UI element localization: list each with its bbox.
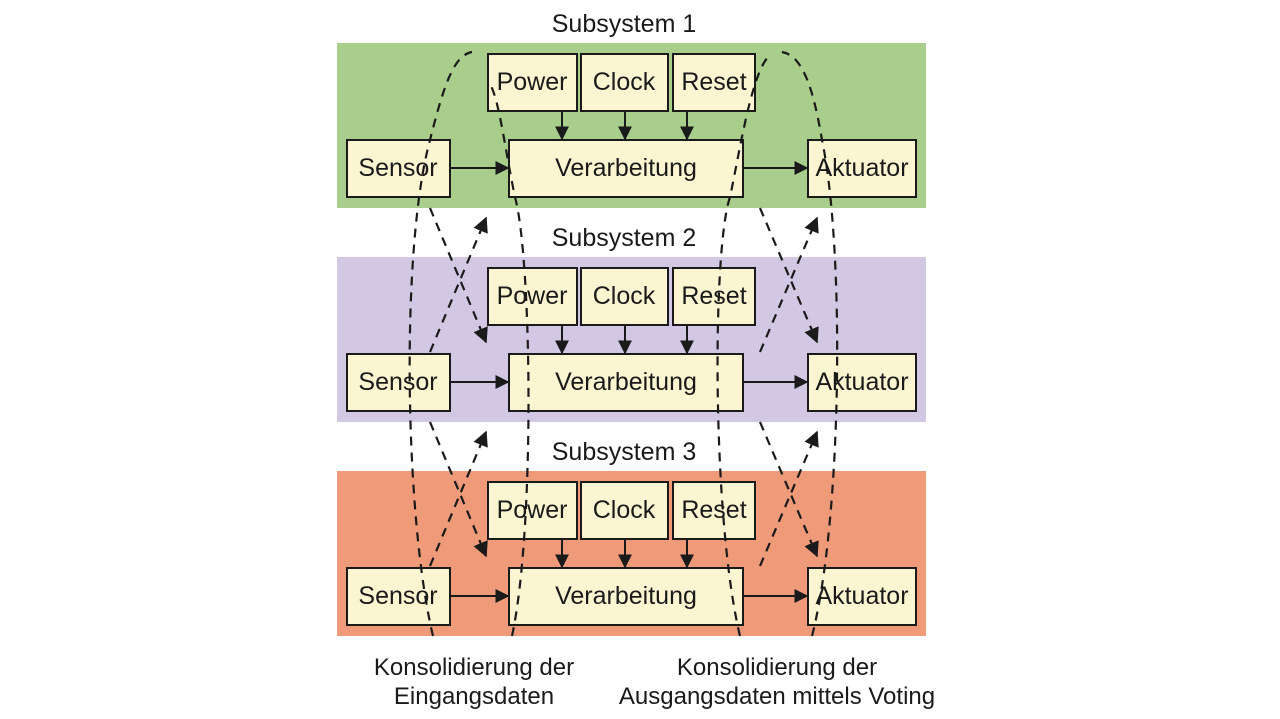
power-label: Power bbox=[497, 68, 568, 96]
subsystem-title: Subsystem 3 bbox=[552, 438, 697, 466]
processing-label: Verarbeitung bbox=[555, 582, 697, 610]
sensor-label: Sensor bbox=[358, 368, 437, 396]
power-box bbox=[487, 267, 578, 326]
actuator-label: Aktuator bbox=[815, 154, 908, 182]
actuator-label: Aktuator bbox=[815, 368, 908, 396]
output-cross-arrow bbox=[758, 430, 819, 567]
power-box bbox=[487, 53, 578, 112]
reset-box bbox=[672, 481, 756, 540]
actuator-box bbox=[807, 567, 917, 626]
actuator-box bbox=[807, 353, 917, 412]
subsystem-title: Subsystem 1 bbox=[552, 10, 697, 38]
clock-label: Clock bbox=[593, 68, 656, 96]
clock-box bbox=[580, 481, 669, 540]
power-label: Power bbox=[497, 282, 568, 310]
output-consolidation-links bbox=[716, 50, 839, 637]
output-cross-arrow bbox=[758, 207, 819, 344]
processing-box bbox=[508, 353, 744, 412]
output-dashed-curve-left bbox=[716, 54, 771, 637]
processing-box bbox=[508, 139, 744, 198]
power-label: Power bbox=[497, 496, 568, 524]
clock-label: Clock bbox=[593, 496, 656, 524]
reset-label: Reset bbox=[681, 68, 746, 96]
subsystem-3: Subsystem 3 Power Clock Reset Sensor Ver… bbox=[337, 438, 926, 636]
clock-box bbox=[580, 267, 669, 326]
input-consolidation-links bbox=[408, 50, 530, 637]
actuator-label: Aktuator bbox=[815, 582, 908, 610]
processing-label: Verarbeitung bbox=[555, 154, 697, 182]
power-box bbox=[487, 481, 578, 540]
sensor-box bbox=[346, 567, 451, 626]
processing-label: Verarbeitung bbox=[555, 368, 697, 396]
input-dashed-curve-right bbox=[487, 81, 530, 637]
output-caption-line2: Ausgangsdaten mittels Voting bbox=[619, 683, 935, 710]
input-caption-line1: Konsolidierung der bbox=[374, 654, 574, 681]
output-dashed-curve-right bbox=[781, 50, 839, 637]
subsystem-title: Subsystem 2 bbox=[552, 224, 697, 252]
clock-label: Clock bbox=[593, 282, 656, 310]
clock-box bbox=[580, 53, 669, 112]
output-cross-arrow bbox=[758, 421, 819, 558]
input-dashed-curve-left bbox=[408, 50, 473, 637]
input-cross-arrow bbox=[428, 207, 488, 344]
input-cross-arrow bbox=[428, 430, 488, 567]
input-cross-arrow bbox=[428, 421, 488, 558]
input-caption-line2: Eingangsdaten bbox=[394, 683, 554, 710]
sensor-box bbox=[346, 139, 451, 198]
output-caption-line1: Konsolidierung der bbox=[677, 654, 877, 681]
output-cross-arrow bbox=[758, 216, 819, 353]
reset-label: Reset bbox=[681, 496, 746, 524]
input-cross-arrow bbox=[428, 216, 488, 353]
subsystem-2: Subsystem 2 Power Clock Reset Sensor Ver… bbox=[337, 224, 926, 422]
subsystem-1: Subsystem 1 Power Clock Reset Sensor Ver… bbox=[337, 10, 926, 208]
reset-box bbox=[672, 267, 756, 326]
reset-box bbox=[672, 53, 756, 112]
sensor-box bbox=[346, 353, 451, 412]
reset-label: Reset bbox=[681, 282, 746, 310]
captions: Konsolidierung der Eingangsdaten Konsoli… bbox=[374, 654, 935, 710]
